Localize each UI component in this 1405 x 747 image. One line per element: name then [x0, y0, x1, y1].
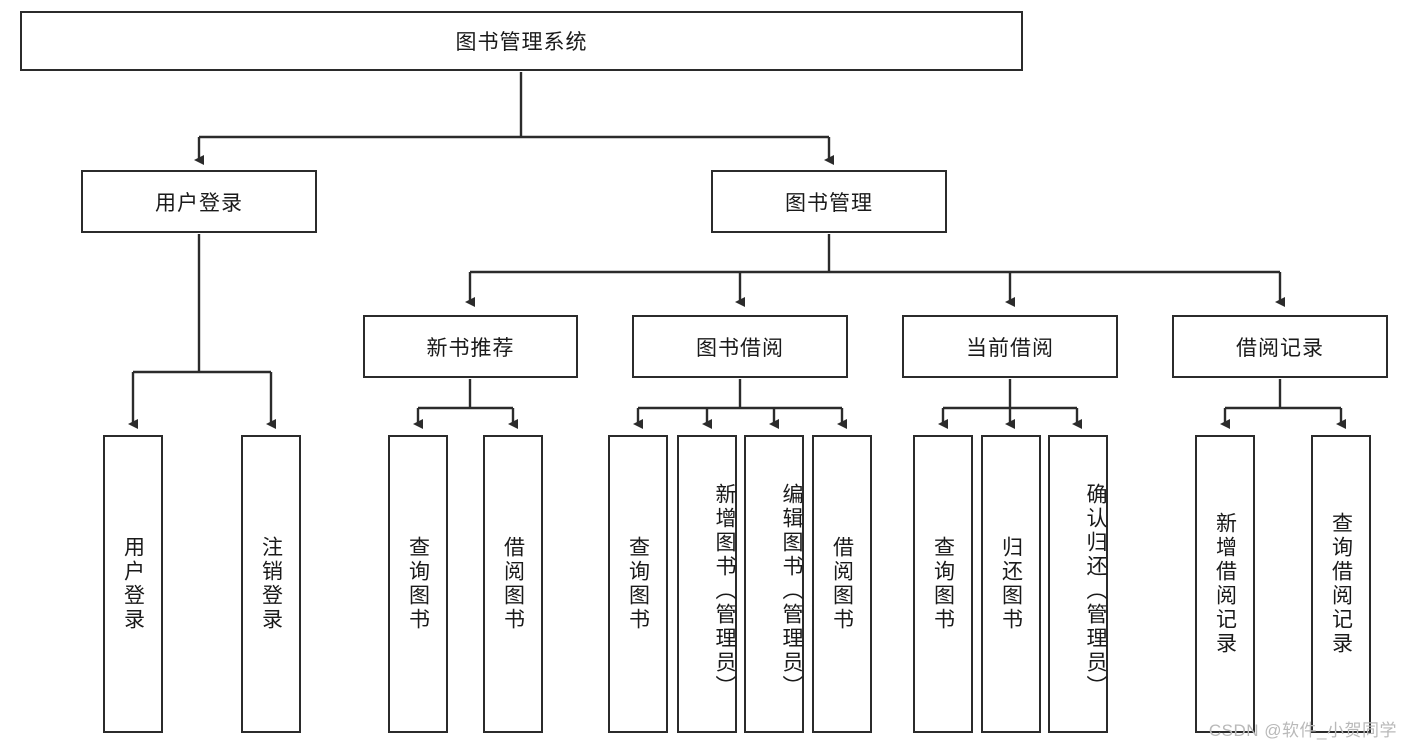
leaf-book-borrow-add-book-admin[interactable]: 新增图书（管理员） [677, 435, 737, 733]
node-label: 新增图书（管理员） [713, 483, 736, 699]
leaf-new-book-query-book[interactable]: 查询图书 [388, 435, 448, 733]
node-label: 借阅图书 [501, 536, 525, 632]
node-label: 借阅记录 [1236, 336, 1324, 360]
leaf-book-borrow-query-book[interactable]: 查询图书 [608, 435, 668, 733]
leaf-current-borrow-query-book[interactable]: 查询图书 [913, 435, 973, 733]
node-label: 查询图书 [406, 536, 430, 632]
node-label: 借阅图书 [830, 536, 854, 632]
node-borrow-record[interactable]: 借阅记录 [1172, 315, 1388, 378]
node-user-login[interactable]: 用户登录 [81, 170, 317, 233]
node-new-book-recommend[interactable]: 新书推荐 [363, 315, 578, 378]
node-book-borrow[interactable]: 图书借阅 [632, 315, 848, 378]
csdn-watermark: CSDN @软件_小贺同学 [1208, 721, 1397, 740]
node-label: 用户登录 [155, 191, 243, 215]
leaf-user-login-login[interactable]: 用户登录 [103, 435, 163, 733]
leaf-borrow-record-query-record[interactable]: 查询借阅记录 [1311, 435, 1371, 733]
leaf-book-borrow-edit-book-admin[interactable]: 编辑图书（管理员） [744, 435, 804, 733]
leaf-new-book-borrow-book[interactable]: 借阅图书 [483, 435, 543, 733]
leaf-book-borrow-borrow-book[interactable]: 借阅图书 [812, 435, 872, 733]
node-label: 当前借阅 [966, 336, 1054, 360]
node-label: 图书管理系统 [455, 31, 588, 54]
leaf-user-login-logout[interactable]: 注销登录 [241, 435, 301, 733]
node-label: 归还图书 [999, 536, 1023, 632]
node-root-book-management-system[interactable]: 图书管理系统 [20, 11, 1023, 71]
node-label: 注销登录 [259, 536, 283, 632]
node-label: 新增借阅记录 [1213, 512, 1237, 656]
node-label: 图书借阅 [696, 336, 784, 360]
leaf-current-borrow-confirm-return-admin[interactable]: 确认归还（管理员） [1048, 435, 1108, 733]
node-label: 查询图书 [626, 536, 650, 632]
node-label: 图书管理 [785, 191, 873, 215]
node-label: 查询图书 [931, 536, 955, 632]
leaf-current-borrow-return-book[interactable]: 归还图书 [981, 435, 1041, 733]
node-current-borrow[interactable]: 当前借阅 [902, 315, 1118, 378]
node-book-management[interactable]: 图书管理 [711, 170, 947, 233]
node-label: 用户登录 [121, 536, 145, 632]
node-label: 编辑图书（管理员） [780, 483, 803, 699]
node-label: 确认归还（管理员） [1084, 483, 1107, 699]
node-label: 查询借阅记录 [1329, 512, 1353, 656]
node-label: 新书推荐 [426, 336, 515, 360]
leaf-borrow-record-add-record[interactable]: 新增借阅记录 [1195, 435, 1255, 733]
